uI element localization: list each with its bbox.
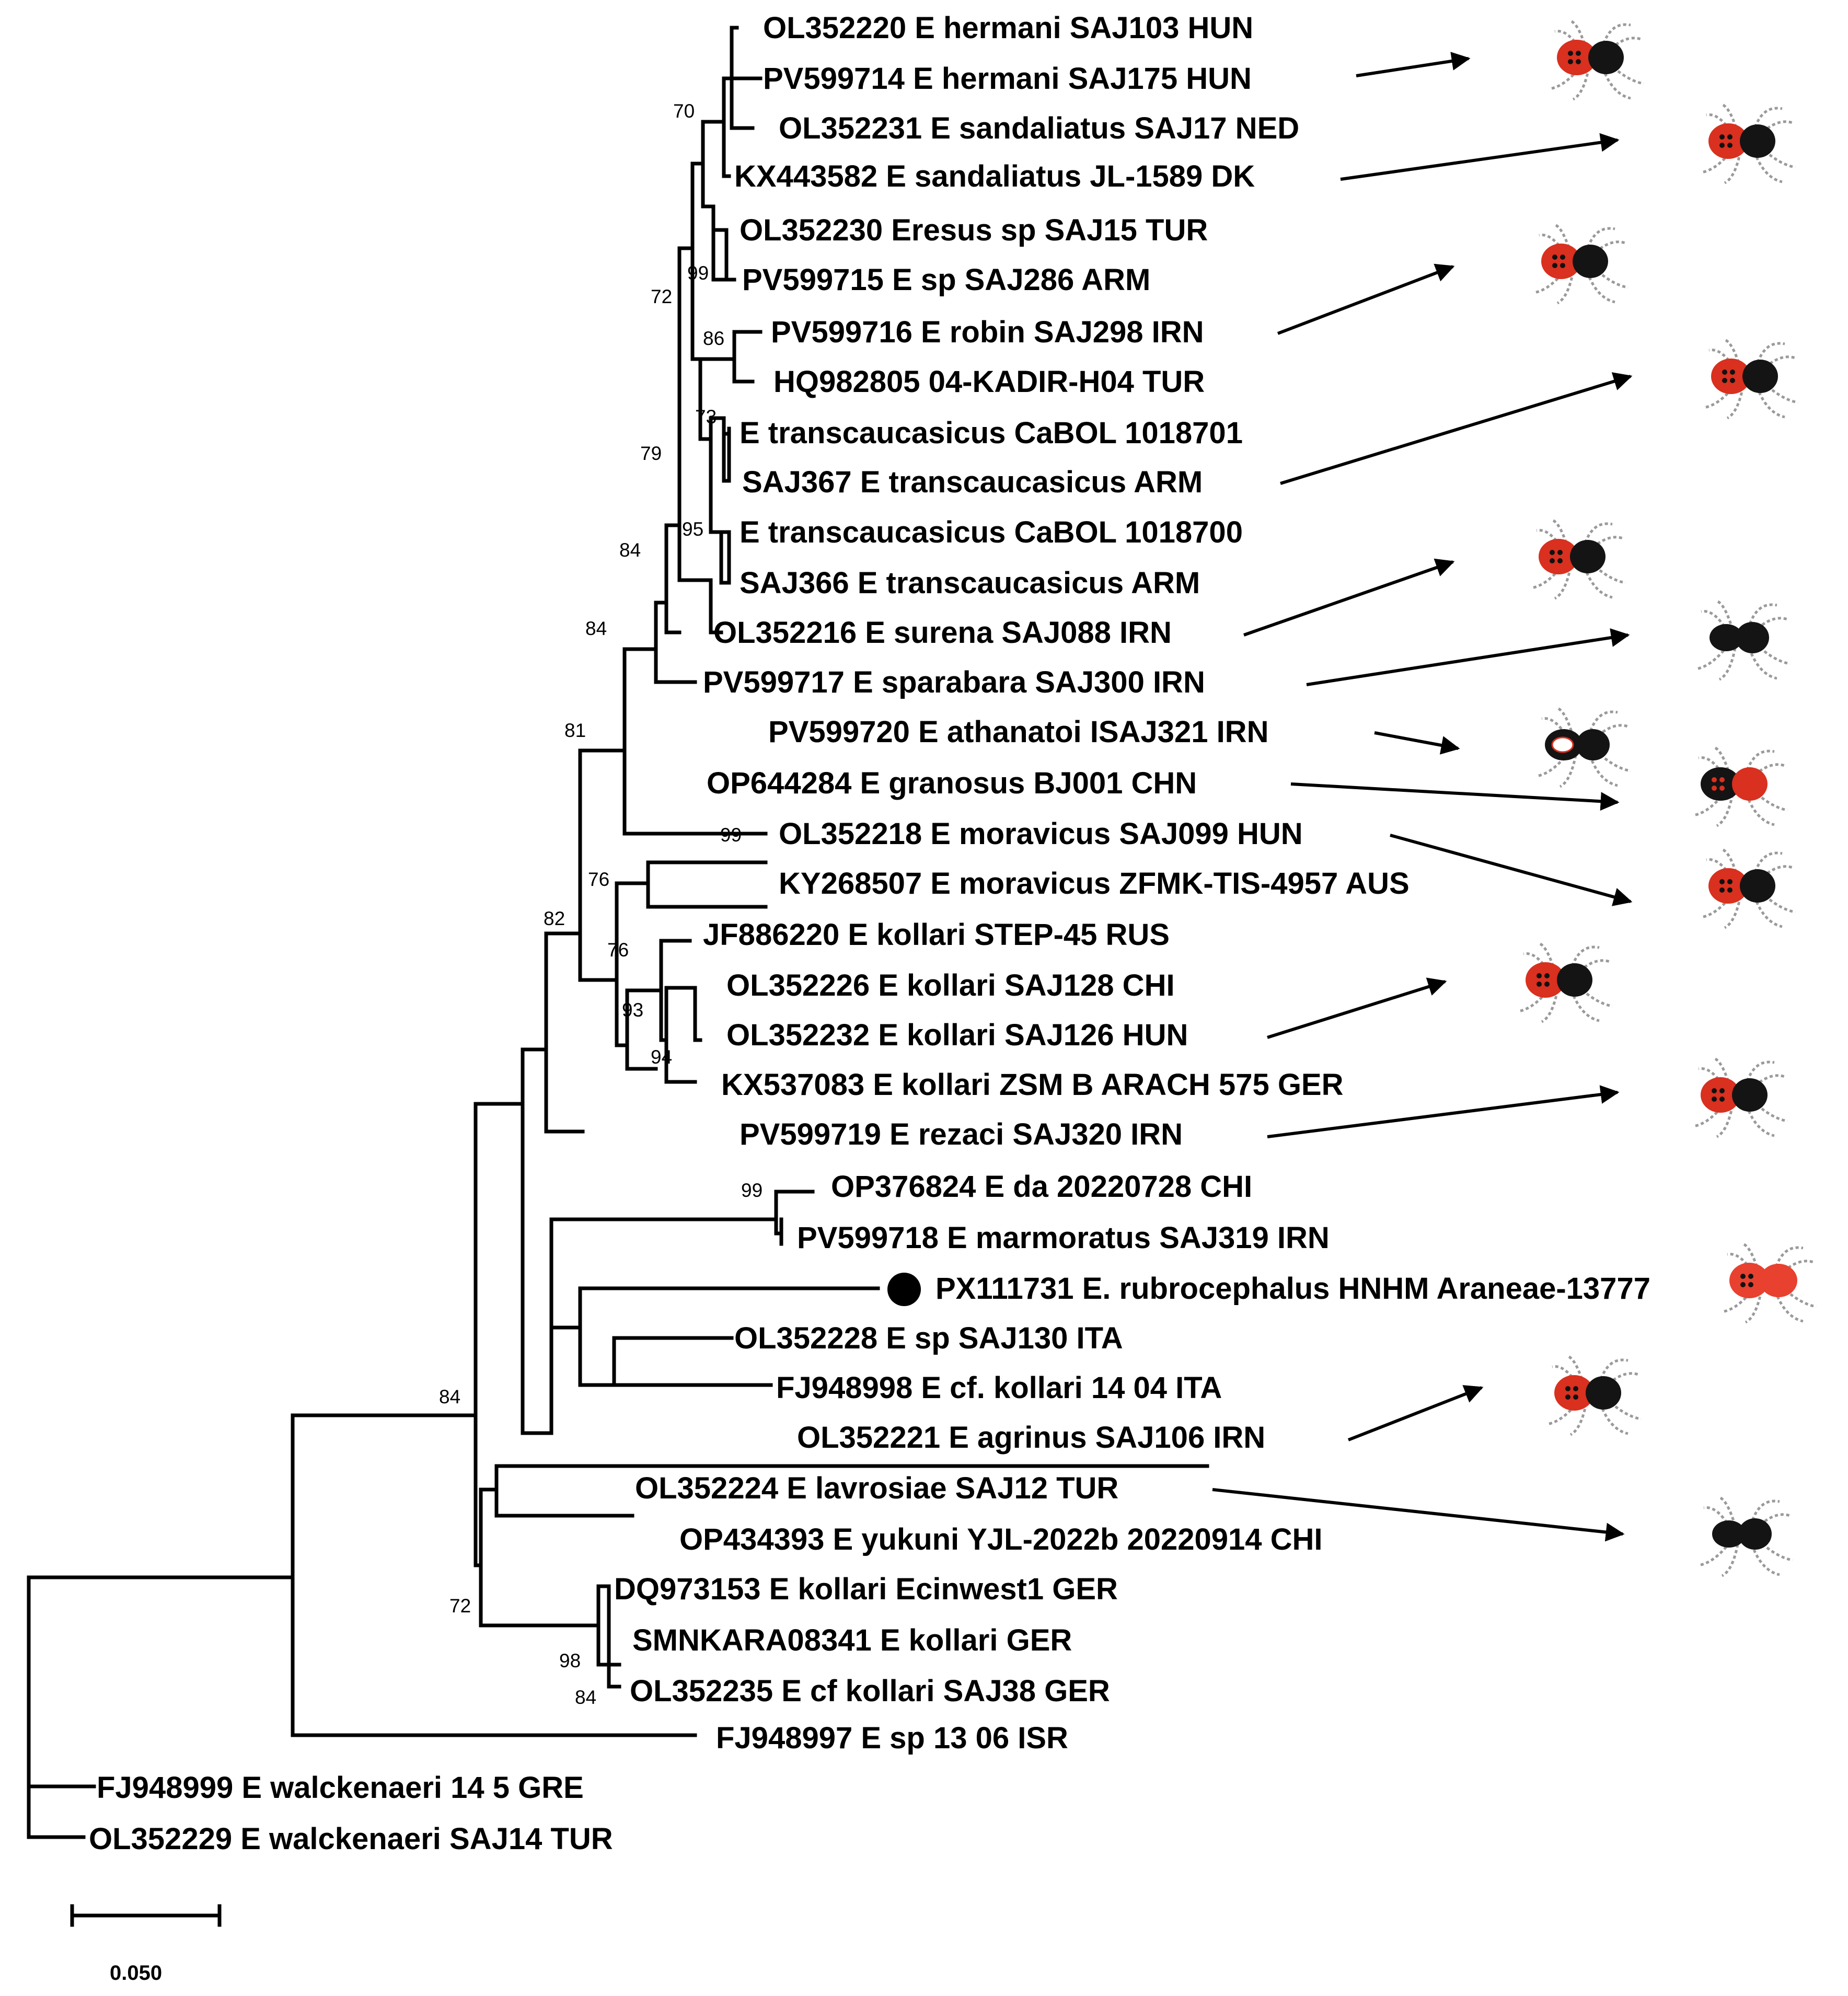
leaf-label: OL352226 E kollari SAJ128 CHI (726, 968, 1175, 1002)
spider-icon-rezaci (1693, 1058, 1787, 1137)
leaf-label: OP644284 E granosus BJ001 CHN (707, 766, 1197, 800)
leaf-label: OL352230 Eresus sp SAJ15 TUR (740, 213, 1208, 247)
spider-icon-granosus (1693, 747, 1787, 826)
leaf-label: OL352220 E hermani SAJ103 HUN (763, 11, 1253, 45)
leaf-label: OL352216 E surena SAJ088 IRN (713, 616, 1172, 650)
leaf-label: OL352228 E sp SAJ130 ITA (734, 1321, 1123, 1355)
arrows (1212, 52, 1633, 1542)
arrow-agrinus (1347, 1385, 1484, 1441)
support-label: 98 (559, 1650, 581, 1671)
spider-icon-agrinus (1547, 1356, 1641, 1435)
arrow-transcaucasicus (1280, 372, 1633, 485)
scale-bar-label: 0.050 (110, 1962, 162, 1985)
leaf-label: SMNKARA08341 E kollari GER (632, 1623, 1072, 1657)
arrow-hermani (1356, 52, 1471, 77)
spider-icon-rubrocephalus (1722, 1244, 1816, 1322)
leaf-label: E transcaucasicus CaBOL 1018701 (740, 416, 1243, 450)
leaf-label: FJ948998 E cf. kollari 14 04 ITA (776, 1371, 1222, 1405)
arrow-rezaci (1267, 1085, 1620, 1138)
leaf-label: KY268507 E moravicus ZFMK-TIS-4957 AUS (779, 867, 1410, 901)
spider-icon-lavrosiae (1699, 1497, 1793, 1576)
support-label: 99 (720, 824, 742, 846)
support-label: 84 (619, 539, 641, 561)
leaf-label: PV599720 E athanatoi ISAJ321 IRN (768, 715, 1268, 749)
leaf-label: SAJ366 E transcaucasicus ARM (740, 566, 1200, 600)
spider-icon-hermani (1550, 21, 1644, 99)
leaf-label: SAJ367 E transcaucasicus ARM (742, 465, 1203, 499)
arrow-athanatoi (1374, 731, 1460, 755)
leaf-label: HQ982805 04-KADIR-H04 TUR (773, 365, 1205, 399)
support-label: 82 (544, 908, 565, 929)
leaf-label: FJ948997 E sp 13 06 ISR (716, 1721, 1068, 1755)
leaf-label: PV599718 E marmoratus SAJ319 IRN (797, 1221, 1330, 1255)
support-label: 99 (687, 262, 709, 284)
leaf-labels: OL352220 E hermani SAJ103 HUN PV599714 E… (89, 11, 1650, 1856)
arrow-robin (1277, 263, 1455, 335)
arrow-lavrosiae (1212, 1488, 1625, 1542)
leaf-label-highlighted: PX111731 E. rubrocephalus HNHM Araneae-1… (935, 1272, 1650, 1306)
support-label: 72 (449, 1595, 471, 1617)
support-label: 76 (607, 939, 629, 961)
support-values: 70 99 72 86 73 79 95 84 84 81 99 76 76 9… (439, 100, 763, 1708)
support-label: 93 (622, 999, 643, 1021)
leaf-label: OP376824 E da 20220728 CHI (831, 1170, 1252, 1204)
highlight-dot (887, 1273, 921, 1306)
leaf-label: OL352224 E lavrosiae SAJ12 TUR (635, 1471, 1118, 1505)
spider-icon-moravicus (1701, 849, 1795, 928)
support-label: 72 (651, 286, 672, 307)
scale-bar: 0.050 (70, 1904, 222, 1985)
leaf-label: OL352231 E sandaliatus SAJ17 NED (779, 111, 1299, 145)
support-label: 70 (673, 100, 695, 122)
support-label: 76 (588, 869, 609, 890)
spider-icon-robin (1534, 225, 1628, 303)
support-label: 73 (695, 406, 717, 428)
arrow-kollari (1267, 977, 1447, 1039)
arrow-moravicus (1390, 834, 1633, 906)
leaf-label: E transcaucasicus CaBOL 1018700 (740, 515, 1243, 549)
spider-icon-transcaucasicus (1704, 340, 1798, 418)
support-label: 84 (439, 1386, 460, 1407)
leaf-label: PV599719 E rezaci SAJ320 IRN (740, 1117, 1183, 1151)
leaf-label: OL352221 E agrinus SAJ106 IRN (797, 1421, 1265, 1455)
support-label: 86 (703, 328, 724, 349)
leaf-label: OP434393 E yukuni YJL-2022b 20220914 CHI (679, 1522, 1323, 1556)
spider-icon-athanatoi (1537, 708, 1631, 787)
spider-icon-kollari (1518, 943, 1612, 1022)
support-label: 81 (564, 720, 586, 741)
leaf-label: FJ948999 E walckenaeri 14 5 GRE (97, 1771, 584, 1805)
leaf-label: OL352229 E walckenaeri SAJ14 TUR (89, 1822, 613, 1856)
leaf-label: JF886220 E kollari STEP-45 RUS (703, 918, 1170, 952)
arrow-sandaliatus (1340, 133, 1620, 181)
arrow-granosus (1290, 782, 1620, 811)
leaf-label: KX443582 E sandaliatus JL-1589 DK (734, 159, 1255, 193)
support-label: 99 (741, 1180, 763, 1201)
support-label: 79 (640, 443, 662, 464)
leaf-label: OL352218 E moravicus SAJ099 HUN (779, 817, 1303, 851)
spider-icon-sandaliatus (1701, 105, 1795, 183)
leaf-label: OL352232 E kollari SAJ126 HUN (726, 1018, 1188, 1052)
tree-branches (27, 26, 1209, 1839)
support-label: 84 (585, 618, 607, 639)
leaf-label: PV599717 E sparabara SAJ300 IRN (703, 665, 1205, 699)
spider-icon-surena (1531, 520, 1625, 598)
spider-icon-sparabara (1696, 601, 1790, 679)
arrow-surena (1243, 558, 1455, 637)
support-label: 95 (682, 518, 703, 540)
leaf-label: PV599714 E hermani SAJ175 HUN (763, 62, 1252, 96)
leaf-label: PV599715 E sp SAJ286 ARM (742, 263, 1150, 297)
arrow-sparabara (1306, 628, 1630, 686)
leaf-label: KX537083 E kollari ZSM B ARACH 575 GER (721, 1068, 1344, 1102)
support-label: 94 (651, 1046, 672, 1068)
leaf-label: OL352235 E cf kollari SAJ38 GER (630, 1674, 1110, 1708)
leaf-label: DQ973153 E kollari Ecinwest1 GER (614, 1572, 1118, 1606)
support-label: 84 (575, 1687, 596, 1708)
leaf-label: PV599716 E robin SAJ298 IRN (771, 315, 1204, 349)
